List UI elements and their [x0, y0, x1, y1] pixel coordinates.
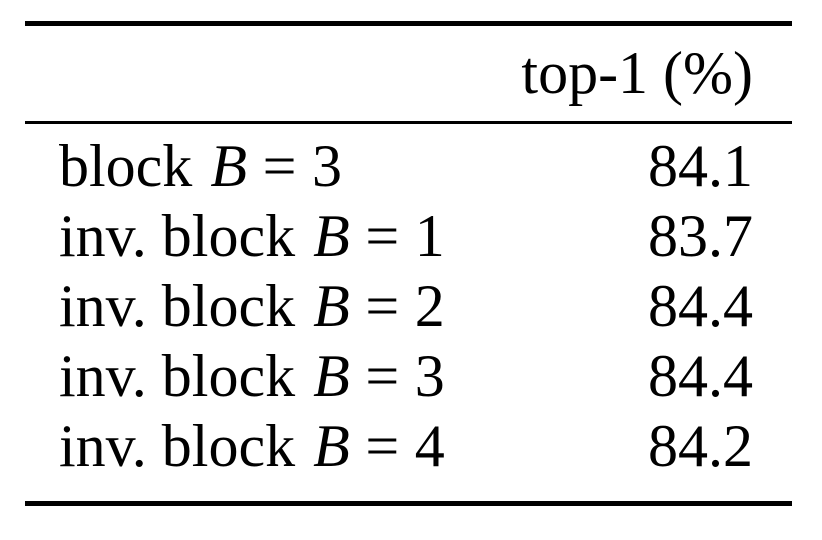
header-row: top-1 (%): [25, 26, 792, 121]
bottom-rule: [25, 501, 792, 506]
equals-sign: =: [262, 133, 297, 199]
row-top1-value: 84.1: [648, 133, 753, 199]
table-row: inv. block B=2 84.4: [25, 271, 792, 341]
row-label-prefix: block: [59, 133, 193, 199]
b-value: 2: [414, 273, 445, 339]
equals-sign: =: [365, 343, 400, 409]
row-top1-value: 84.2: [648, 413, 753, 479]
table-row: block B=3 84.1: [25, 131, 792, 201]
variable-b: B: [313, 273, 350, 339]
equals-sign: =: [365, 413, 400, 479]
row-label: inv. block B=2: [25, 271, 648, 341]
header-top1-label: top-1 (%): [521, 40, 753, 106]
row-label-prefix: inv. block: [59, 273, 296, 339]
top-rule: [25, 21, 792, 26]
row-label-prefix: inv. block: [59, 203, 296, 269]
variable-b: B: [313, 343, 350, 409]
variable-b: B: [313, 413, 350, 479]
row-label-prefix: inv. block: [59, 413, 296, 479]
mid-rule: [25, 121, 792, 124]
equals-sign: =: [365, 273, 400, 339]
row-label: block B=3: [25, 131, 648, 201]
row-top1-value: 83.7: [648, 203, 753, 269]
table-row: inv. block B=1 83.7: [25, 201, 792, 271]
row-label-prefix: inv. block: [59, 343, 296, 409]
table-row: inv. block B=3 84.4: [25, 341, 792, 411]
row-label: inv. block B=4: [25, 411, 648, 481]
b-value: 3: [312, 133, 342, 199]
table-row: inv. block B=4 84.2: [25, 411, 792, 481]
equals-sign: =: [365, 203, 400, 269]
row-label: inv. block B=3: [25, 341, 648, 411]
b-value: 3: [414, 343, 445, 409]
row-top1-value: 84.4: [648, 273, 753, 339]
b-value: 1: [414, 203, 445, 269]
variable-b: B: [210, 133, 247, 199]
row-top1-value: 84.4: [648, 343, 753, 409]
variable-b: B: [313, 203, 350, 269]
row-label: inv. block B=1: [25, 201, 648, 271]
b-value: 4: [414, 413, 445, 479]
